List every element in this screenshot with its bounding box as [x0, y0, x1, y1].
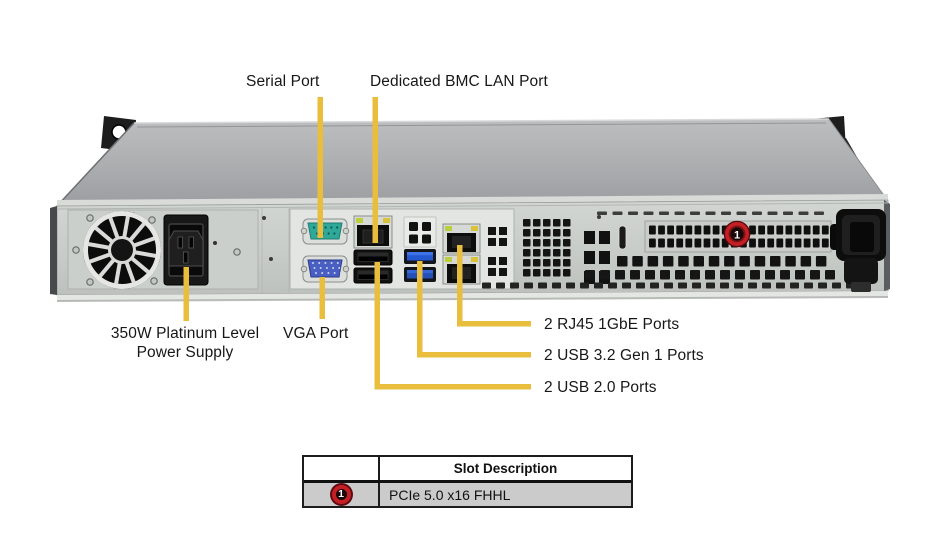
serial-port	[300, 218, 350, 245]
rack-latch	[830, 209, 886, 292]
slot-table-slot-cell: 1	[304, 483, 380, 506]
psu-fan-grille	[83, 211, 161, 289]
callout-leader-lines	[183, 97, 531, 390]
panel-hole	[269, 257, 273, 261]
slot-table-header-row: Slot Description	[304, 457, 631, 483]
psu-label-line2: Power Supply	[136, 344, 234, 361]
rj45-leader-horizontal	[457, 321, 531, 327]
bmc-leader-line	[372, 97, 378, 243]
slot-table-row: 1 PCIe 5.0 x16 FHHL	[304, 483, 631, 506]
slot1-marker-number: 1	[734, 229, 740, 241]
rj45-leader-vertical	[457, 245, 463, 327]
io-vent-cluster	[403, 216, 437, 248]
usb2-leader-vertical	[374, 262, 380, 390]
usb2-label: 2 USB 2.0 Ports	[544, 379, 657, 396]
slot-table-desc-cell: PCIe 5.0 x16 FHHL	[389, 486, 511, 503]
usb2-leader-horizontal	[374, 384, 531, 390]
psu-screws	[72, 214, 241, 286]
psu-label-line1: 350W Platinum Level	[110, 325, 260, 342]
usb3-leader-horizontal	[417, 352, 531, 358]
bmc-lan-label: Dedicated BMC LAN Port	[370, 73, 548, 90]
usb3-label: 2 USB 3.2 Gen 1 Ports	[544, 347, 704, 364]
panel-hole	[262, 216, 266, 220]
vga-port-label: VGA Port	[283, 325, 349, 342]
power-supply-region	[67, 209, 259, 290]
slot1-marker-badge: 1	[723, 220, 751, 248]
ac-power-inlet	[163, 214, 209, 286]
vga-leader-line	[319, 277, 325, 319]
io-port-cluster	[289, 208, 515, 290]
psu-label: 350W Platinum Level Power Supply	[105, 324, 265, 362]
usb3-leader-vertical	[417, 261, 423, 358]
slot-table-header-slot-cell	[304, 457, 380, 480]
usb2-ports	[353, 249, 393, 284]
chassis-top-face	[56, 118, 889, 207]
rear-vents	[482, 211, 869, 289]
slot1-table-badge: 1	[331, 485, 351, 504]
psu-leader-line	[183, 267, 189, 321]
serial-port-label: Serial Port	[246, 73, 320, 90]
slot-description-table: Slot Description 1 PCIe 5.0 x16 FHHL	[302, 455, 633, 508]
serial-leader-line	[317, 97, 323, 238]
rj45-label: 2 RJ45 1GbE Ports	[544, 316, 680, 333]
slot-table-header-desc-cell: Slot Description	[453, 461, 558, 476]
